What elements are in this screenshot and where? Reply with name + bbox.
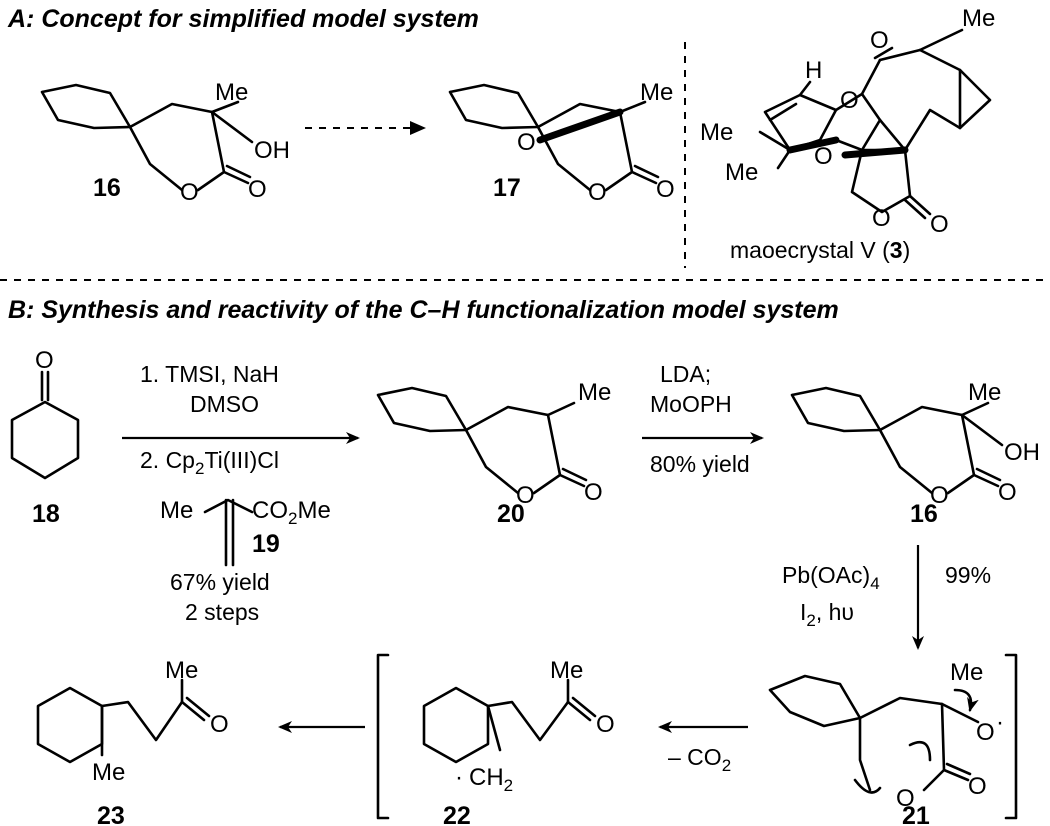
atom-o-aldehyde: O: [840, 87, 859, 114]
step3-reagent-1: Pb(OAc)4: [782, 562, 880, 593]
compound-label-22: 22: [443, 802, 471, 826]
compound-label-18: 18: [32, 500, 60, 528]
atom-o-carbonyl: O: [596, 711, 615, 738]
step1-reagent-2: DMSO: [190, 391, 259, 417]
bracket-left: [376, 653, 390, 820]
compound-label-21: 21: [902, 802, 930, 826]
atom-o-ketone: O: [35, 347, 54, 374]
maoecrystal-label: maoecrystal V (3): [730, 237, 910, 263]
structure-22: Me O ·CH2: [422, 657, 615, 795]
atom-me: Me: [550, 657, 583, 684]
structure-19: Me CO2Me: [160, 497, 331, 567]
step1-yield: 67% yield: [170, 569, 270, 595]
step2-yield: 80% yield: [650, 451, 750, 477]
compound-label-17: 17: [493, 174, 521, 202]
dashed-arrow-head: [410, 121, 426, 135]
atom-o-carbonyl: O: [656, 176, 675, 203]
atom-me: Me: [578, 379, 611, 406]
step3-reagent-2: I2, hυ: [800, 599, 854, 630]
atom-o-carbonyl: O: [930, 211, 949, 238]
radical-dot: ·: [996, 709, 1004, 736]
bracket-right: [1004, 653, 1018, 820]
atom-me: Me: [640, 79, 673, 106]
atom-o-ketone: O: [870, 27, 889, 54]
atom-me: Me: [160, 497, 193, 524]
atom-o-carbonyl: O: [968, 773, 987, 800]
atom-me: Me: [92, 759, 125, 786]
atom-me: Me: [165, 657, 198, 684]
atom-o-carbonyl: O: [248, 176, 267, 203]
section-b-title: B: Synthesis and reactivity of the C–H f…: [8, 296, 839, 324]
step2-reagent-2: MoOPH: [650, 391, 732, 417]
atom-o-ether: O: [814, 143, 833, 170]
atom-oh: OH: [1004, 439, 1040, 466]
atom-h: H: [805, 57, 822, 84]
structure-23: Me O Me: [36, 657, 229, 786]
structure-20: Me O O: [376, 379, 611, 509]
structure-maoecrystal-v: Me Me H O O Me O O O: [700, 5, 995, 238]
step2-reagent-1: LDA;: [660, 361, 711, 387]
structure-16-concept: Me OH O O: [40, 79, 290, 206]
atom-o-ring: O: [588, 179, 607, 206]
step4-label: – CO2: [668, 744, 731, 775]
compound-label-20: 20: [497, 500, 525, 528]
structure-18: O: [10, 347, 80, 480]
compound-label-19: 19: [252, 530, 280, 558]
compound-label-16-b: 16: [910, 500, 938, 528]
atom-me: Me: [215, 79, 248, 106]
atom-co2me: CO2Me: [252, 497, 331, 528]
step3-yield: 99%: [945, 562, 991, 588]
structure-21: Me O · O O: [768, 659, 1004, 812]
atom-me: Me: [950, 659, 983, 686]
structure-16: Me OH O O: [790, 379, 1040, 509]
section-a-title: A: Concept for simplified model system: [7, 5, 479, 33]
atom-o-carbonyl: O: [584, 479, 603, 506]
atom-o-ring: O: [180, 179, 199, 206]
atom-o-ring: O: [930, 482, 949, 509]
atom-o-ring: O: [896, 785, 915, 812]
step1-reagent-3: 2. Cp2Ti(III)Cl: [140, 447, 279, 478]
atom-me: Me: [725, 159, 758, 186]
structure-17: Me O O O: [448, 79, 675, 206]
compound-label-16-a: 16: [93, 174, 121, 202]
atom-me: Me: [968, 379, 1001, 406]
atom-o-carbonyl: O: [998, 479, 1017, 506]
atom-me: Me: [962, 5, 995, 32]
atom-oh: OH: [254, 137, 290, 164]
atom-o-radical: O: [976, 719, 995, 746]
atom-me: Me: [700, 119, 733, 146]
atom-o-ring: O: [872, 205, 891, 232]
atom-o-carbonyl: O: [210, 711, 229, 738]
compound-label-23: 23: [97, 802, 125, 826]
atom-o-ether: O: [517, 129, 536, 156]
atom-ch2-radical: ·CH2: [455, 764, 513, 795]
step1-steps: 2 steps: [185, 599, 259, 625]
atom-o-ring: O: [516, 482, 535, 509]
step1-reagent-1: 1. TMSI, NaH: [140, 361, 279, 387]
